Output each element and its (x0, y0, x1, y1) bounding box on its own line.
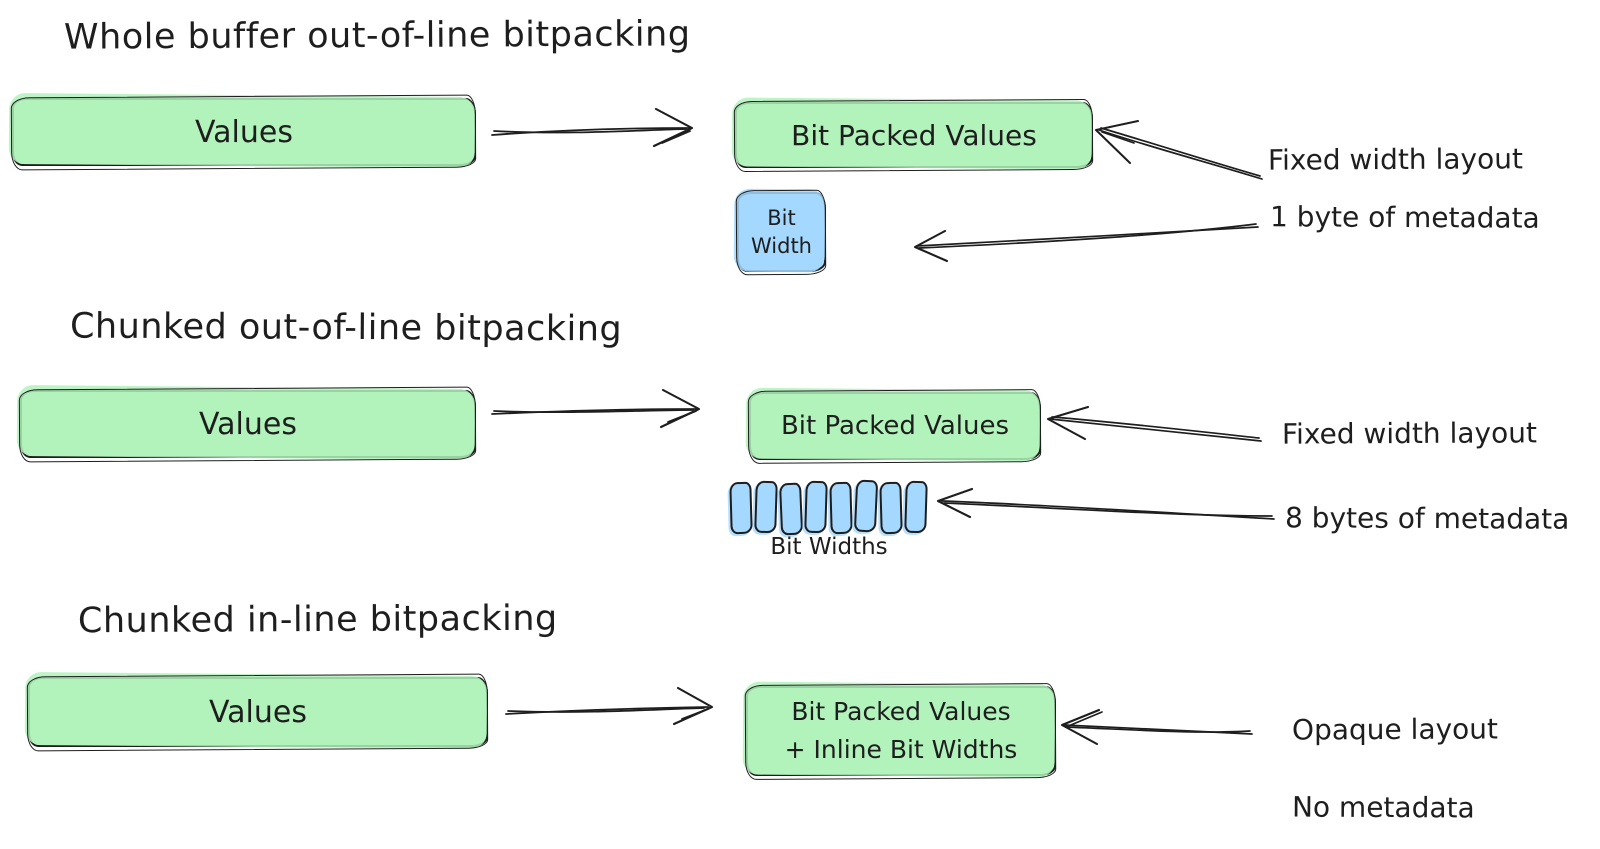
values-box-3-label: Values (208, 694, 307, 730)
arrow-eight-bytes-metadata (936, 487, 1275, 520)
bit-width-box-label: Bit Width (750, 205, 812, 258)
arrow-values-to-bitpacked-1 (491, 107, 694, 148)
bit-packed-inline-box-line1: Bit Packed Values (791, 697, 1011, 726)
arrow-values-to-bitpacked-2 (491, 388, 701, 429)
bit-packed-values-box-2: Bit Packed Values (749, 392, 1041, 460)
bit-packed-values-box-2-label: Bit Packed Values (780, 411, 1010, 441)
bit-packed-values-box-1: Bit Packed Values (735, 102, 1093, 168)
bit-packed-values-box-1-label: Bit Packed Values (791, 118, 1037, 152)
bit-widths-caption: Bit Widths (770, 534, 888, 560)
values-box-1: Values (12, 98, 476, 166)
values-box-2: Values (20, 390, 476, 458)
values-box-2-label: Values (198, 406, 297, 442)
arrow-one-byte-metadata (913, 223, 1259, 263)
arrow-opaque-layout (1060, 708, 1253, 746)
arrow-fixed-width-layout-1 (1095, 120, 1263, 180)
bit-packed-inline-box-line2: + Inline Bit Widths (784, 735, 1018, 764)
bit-packed-inline-box: Bit Packed Values + Inline Bit Widths (746, 686, 1056, 776)
arrow-fixed-width-layout-2 (1046, 405, 1262, 442)
arrow-values-to-bitpacked-3 (505, 686, 714, 726)
values-box-1-label: Values (194, 114, 293, 150)
bit-width-box: Bit Width (737, 192, 826, 272)
values-box-3: Values (28, 677, 488, 747)
